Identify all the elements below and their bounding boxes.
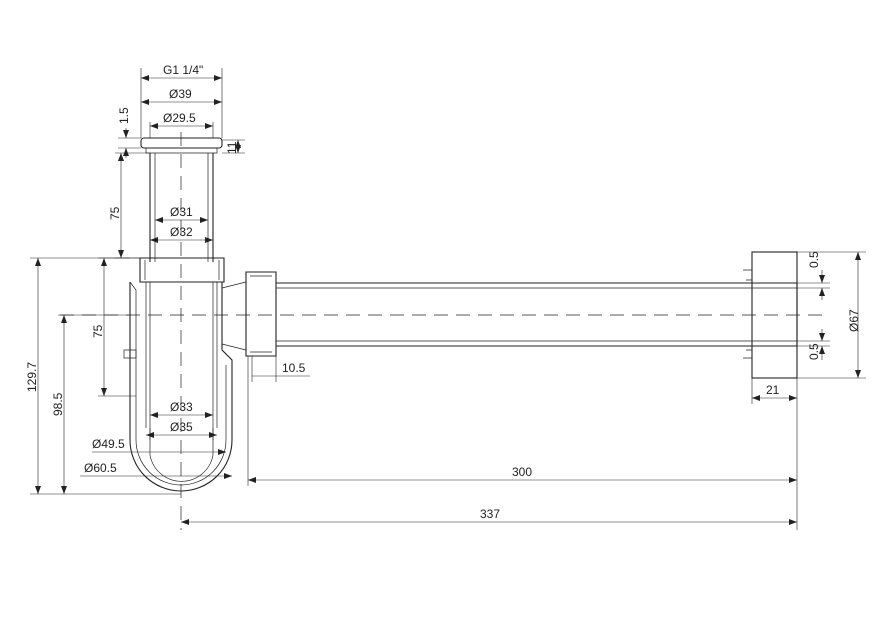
dimension-lines [30,68,866,530]
trap-outline [60,132,825,530]
dim-d67: Ø67 [847,309,861,332]
bottle-body [129,282,233,492]
dim-h75-top: 75 [108,206,122,220]
dim-w337: 337 [480,507,500,521]
dim-h11: 11 [225,141,239,154]
dim-d32: Ø32 [170,225,193,239]
dim-w10-5: 10.5 [282,361,306,375]
body-nut [139,257,225,283]
dim-t0-5-top: 0.5 [807,251,821,268]
dim-t0-5-bottom: 0.5 [807,343,821,360]
dim-d60-5: Ø60.5 [84,461,117,475]
dim-h98-5: 98.5 [51,392,65,416]
dim-d33: Ø33 [170,400,193,414]
dim-d29-5: Ø29.5 [163,111,196,125]
outlet-nut [245,271,277,357]
top-flange [140,137,223,149]
dim-d35: Ø35 [170,420,193,434]
dim-h1-5: 1.5 [117,107,131,124]
dim-w21: 21 [766,383,780,397]
dim-thread: G1 1/4" [163,63,203,77]
dim-h75-mid: 75 [91,324,105,338]
dim-w300: 300 [512,465,532,479]
dim-d31: Ø31 [170,205,193,219]
dimension-labels: G1 1/4" Ø39 Ø29.5 1.5 11 75 Ø31 Ø32 129.… [25,63,861,521]
dim-d49-5: Ø49.5 [92,437,125,451]
dim-d39: Ø39 [169,87,192,101]
dim-h129-7: 129.7 [25,362,39,392]
